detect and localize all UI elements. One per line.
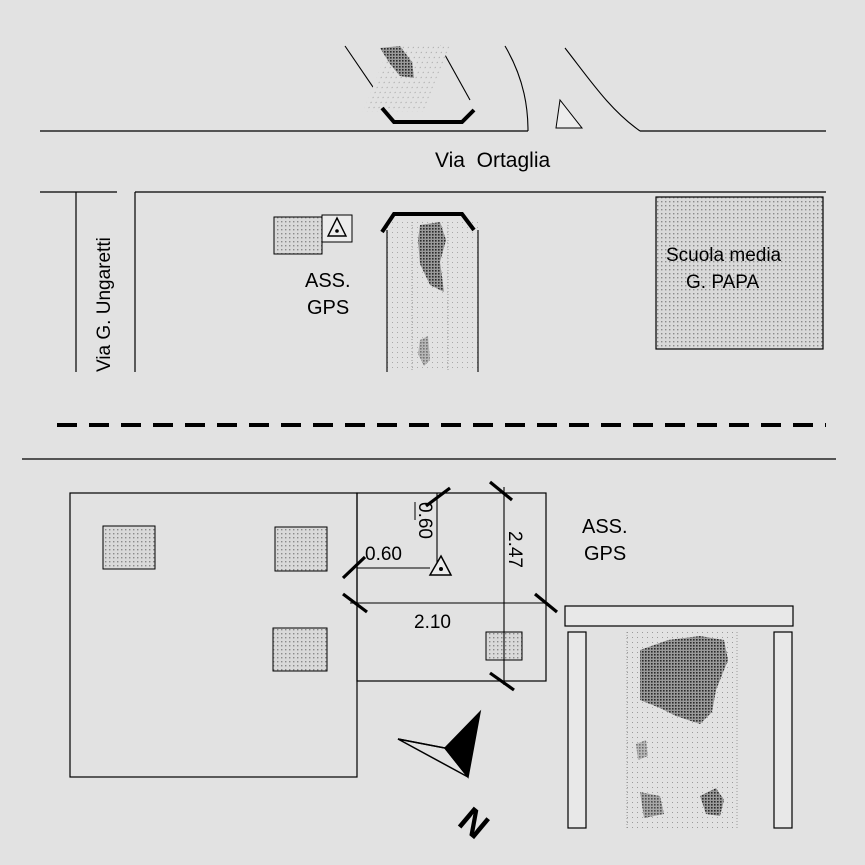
lower-building-window-3 (272, 627, 328, 672)
gps-north-box (273, 216, 323, 255)
lower-right-strip (564, 605, 794, 829)
gps-detail-triangle-icon (428, 554, 453, 576)
lower-building-window-1 (102, 525, 156, 570)
north-arrow-icon (397, 709, 482, 779)
dim-offset-left: 0.60 (365, 544, 402, 565)
street-label-via-ortaglia: Via Ortaglia (435, 149, 550, 172)
gps-north-label-line1: ASS. (305, 270, 351, 292)
gps-detail-dot-icon (439, 567, 443, 571)
island-triangle (555, 98, 584, 129)
dimension-ticks (341, 480, 559, 692)
upper-crossing-patch (362, 46, 450, 112)
gps-north-label-line2: GPS (307, 297, 349, 319)
dim-offset-top: 0.60 (414, 502, 435, 539)
gps-detail-label-line2: GPS (584, 543, 626, 565)
dim-width: 2.10 (414, 612, 451, 633)
gps-north-dot-icon (335, 229, 339, 233)
middle-bracket (380, 212, 476, 234)
upper-bracket (380, 106, 476, 124)
gps-north-triangle-frame (321, 214, 353, 243)
via-ortaglia-road (40, 130, 826, 193)
street-label-via-ungaretti: Via G. Ungaretti (94, 237, 115, 372)
lower-building-window-2 (274, 526, 328, 572)
detail-area (356, 492, 547, 682)
upper-dark-patch (380, 46, 414, 78)
dimension-lines (350, 487, 546, 685)
school-building (655, 196, 824, 350)
dim-depth: 2.47 (504, 531, 525, 568)
middle-strip (386, 222, 479, 372)
north-label: N (451, 799, 497, 847)
via-ungaretti-road (75, 192, 136, 372)
gps-north-triangle-icon (326, 216, 348, 237)
school-label-line2: G. PAPA (686, 272, 760, 293)
gps-detail-label-line1: ASS. (582, 516, 628, 538)
school-label-line1: Scuola media (666, 245, 782, 266)
